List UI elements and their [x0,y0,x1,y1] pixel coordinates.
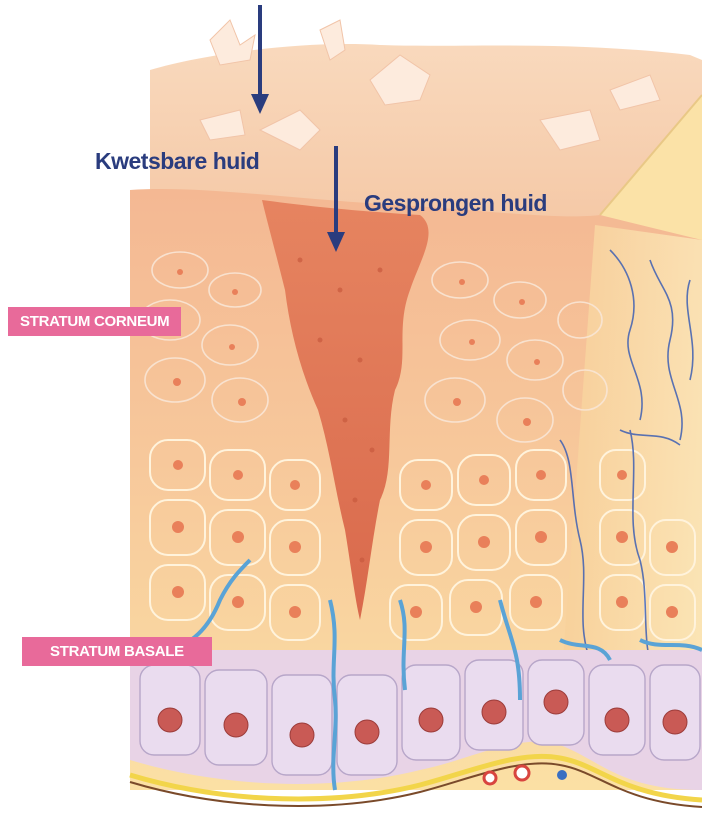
label-cracked-skin: Gesprongen huid [364,190,547,217]
label-vulnerable-skin: Kwetsbare huid [95,148,259,175]
tag-stratum-corneum: STRATUM CORNEUM [8,307,181,336]
tag-stratum-basale: STRATUM BASALE [22,637,212,666]
